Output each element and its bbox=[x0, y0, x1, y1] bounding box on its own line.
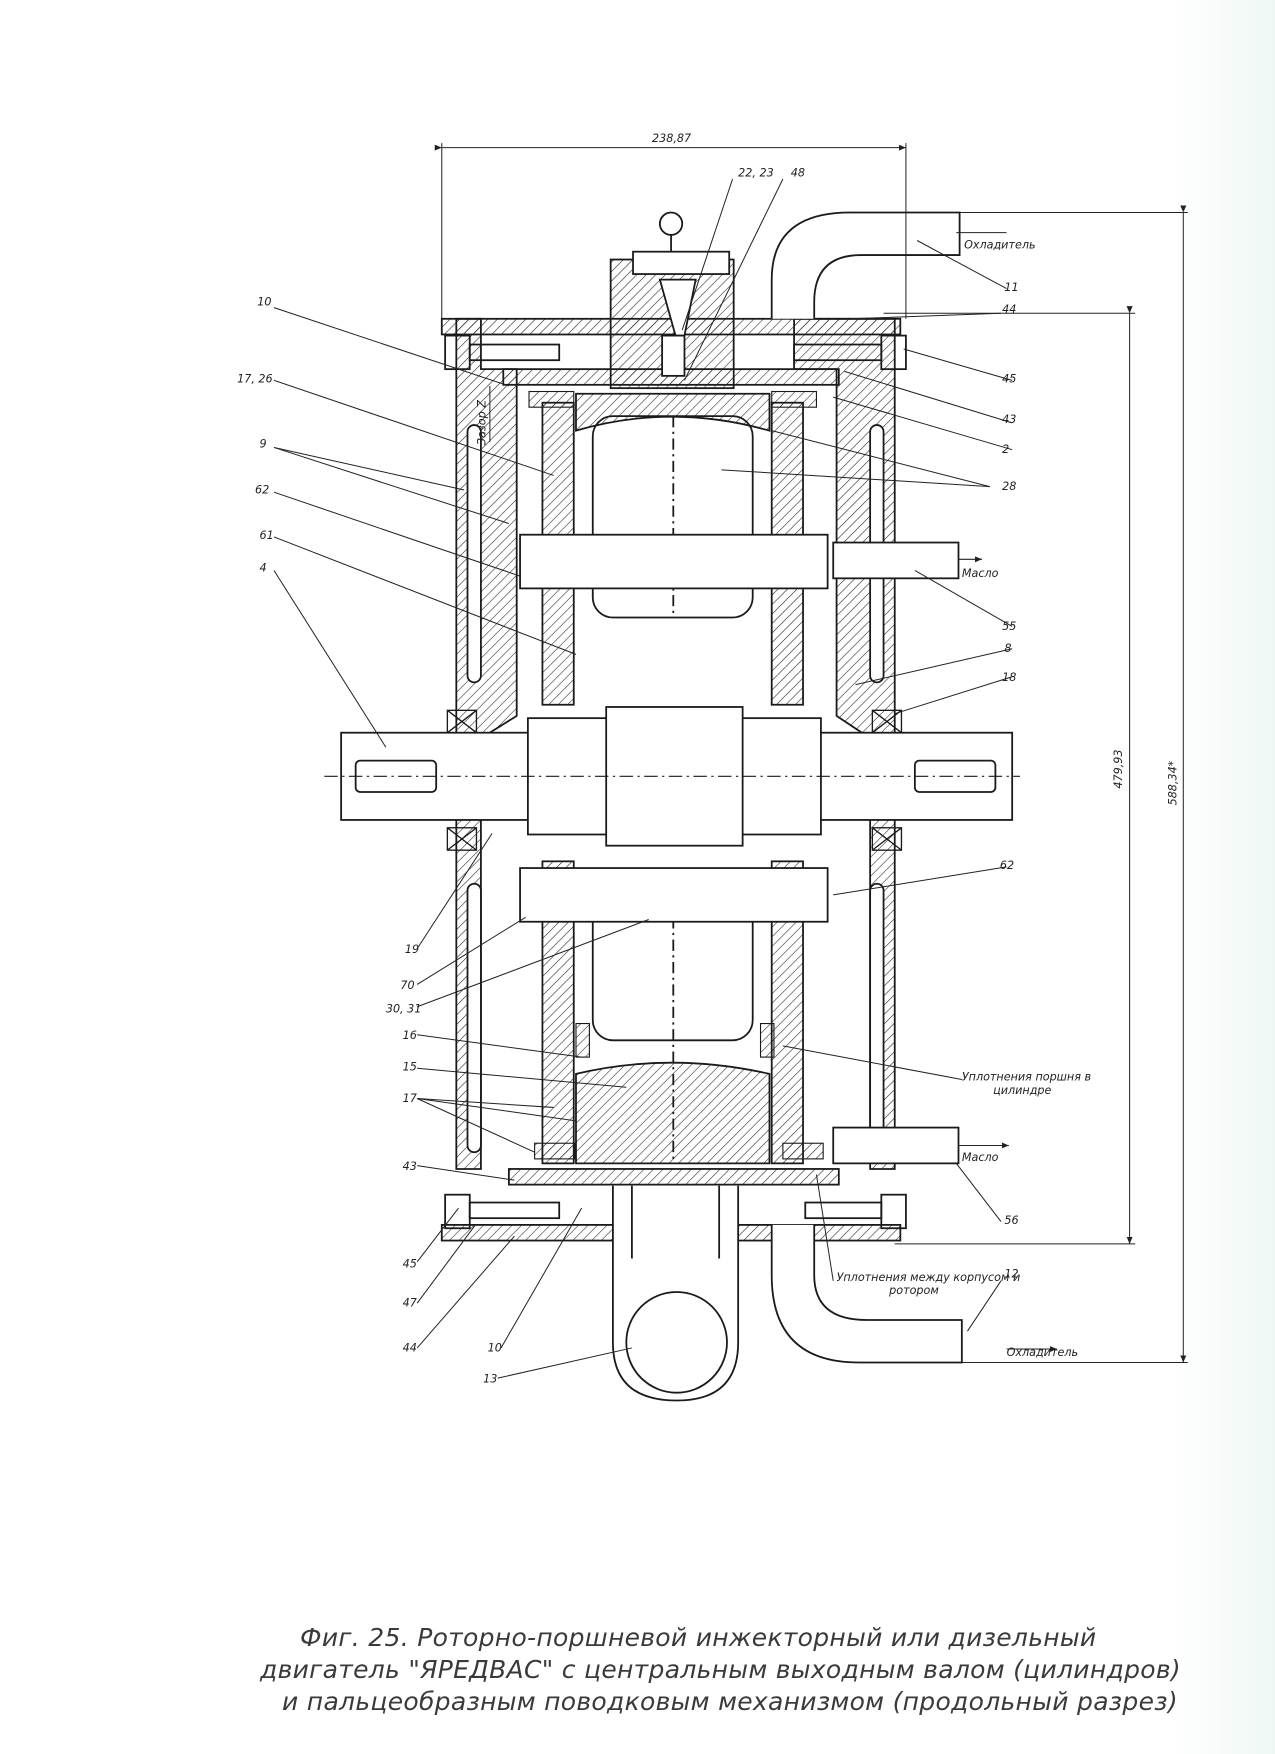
figure-caption: Фиг. 25. Роторно-поршневой инжекторный и… bbox=[260, 1622, 1260, 1718]
bottom-plate bbox=[507, 1168, 840, 1186]
label-12: 12 bbox=[1004, 1267, 1018, 1280]
label-44-bottom: 44 bbox=[403, 1341, 417, 1354]
label-4: 4 bbox=[259, 562, 266, 575]
label-62-left: 62 bbox=[255, 483, 269, 496]
label-43-left: 43 bbox=[403, 1160, 417, 1173]
label-19: 19 bbox=[405, 943, 419, 956]
label-seal-body-1: Уплотнения между корпусом и bbox=[837, 1271, 1021, 1284]
label-70: 70 bbox=[400, 979, 414, 992]
label-47: 47 bbox=[403, 1297, 417, 1310]
label-45-left: 45 bbox=[403, 1257, 417, 1270]
label-seal-piston-2: цилиндре bbox=[993, 1084, 1051, 1097]
label-30-31: 30, 31 bbox=[386, 1002, 422, 1015]
label-10-top: 10 bbox=[257, 295, 271, 308]
label-9: 9 bbox=[259, 437, 266, 450]
label-8: 8 bbox=[1004, 642, 1011, 655]
label-28: 28 bbox=[1002, 480, 1016, 493]
label-2: 2 bbox=[1002, 443, 1009, 456]
label-43-right: 43 bbox=[1002, 413, 1016, 426]
coolant-pipe-bottom bbox=[770, 1224, 963, 1364]
exhaust-pipe bbox=[612, 1185, 740, 1402]
oil-pipe-top bbox=[832, 541, 960, 580]
label-22-23: 22, 23 bbox=[738, 167, 774, 180]
label-17-26: 17, 26 bbox=[237, 373, 273, 386]
oil-pipe-bottom bbox=[832, 1126, 960, 1165]
label-45-right: 45 bbox=[1002, 373, 1016, 386]
dim-height-total: 588,34* bbox=[1167, 760, 1180, 805]
dimension-lines bbox=[434, 143, 1188, 1363]
injector-block bbox=[609, 211, 735, 390]
dim-height-inner: 479,93 bbox=[1112, 750, 1125, 789]
label-16: 16 bbox=[403, 1029, 417, 1042]
label-48: 48 bbox=[791, 167, 805, 180]
label-seal-body-2: ротором bbox=[888, 1284, 939, 1297]
leader-lines bbox=[273, 178, 1013, 1379]
label-56: 56 bbox=[1004, 1214, 1018, 1227]
label-coolant-bottom: Охладитель bbox=[1007, 1346, 1078, 1359]
lower-piston-pin bbox=[519, 867, 829, 923]
label-18: 18 bbox=[1002, 671, 1016, 684]
coolant-pipe-top bbox=[770, 211, 961, 319]
caption-line-3: и пальцеобразным поводковым механизмом (… bbox=[282, 1687, 1178, 1716]
label-55: 55 bbox=[1002, 620, 1016, 633]
label-oil-top: Масло bbox=[962, 567, 999, 580]
seal-rings bbox=[528, 390, 824, 1160]
label-61: 61 bbox=[259, 529, 273, 542]
bearings bbox=[446, 709, 903, 851]
upper-piston-pin bbox=[519, 533, 829, 590]
label-coolant-top: Охладитель bbox=[964, 238, 1035, 251]
dim-gap: Зазор Z bbox=[475, 400, 488, 445]
label-13: 13 bbox=[483, 1373, 497, 1386]
label-seal-piston-1: Уплотнения поршня в bbox=[962, 1071, 1091, 1084]
label-10-bottom: 10 bbox=[488, 1341, 502, 1354]
label-11: 11 bbox=[1004, 281, 1018, 294]
part-labels: 238,87 479,93 588,34* Зазор Z 10 17, 26 … bbox=[237, 132, 1179, 1386]
label-17: 17 bbox=[403, 1092, 417, 1105]
label-44-top: 44 bbox=[1002, 303, 1016, 316]
output-shaft bbox=[324, 706, 1020, 847]
caption-line-2: двигатель "ЯРЕДВАС" с центральным выходн… bbox=[260, 1655, 1181, 1684]
caption-line-1: Фиг. 25. Роторно-поршневой инжекторный и… bbox=[300, 1623, 1097, 1652]
label-62-right: 62 bbox=[1000, 859, 1014, 872]
dim-width: 238,87 bbox=[652, 132, 691, 145]
label-oil-bottom: Масло bbox=[962, 1151, 999, 1164]
label-15: 15 bbox=[403, 1061, 417, 1074]
